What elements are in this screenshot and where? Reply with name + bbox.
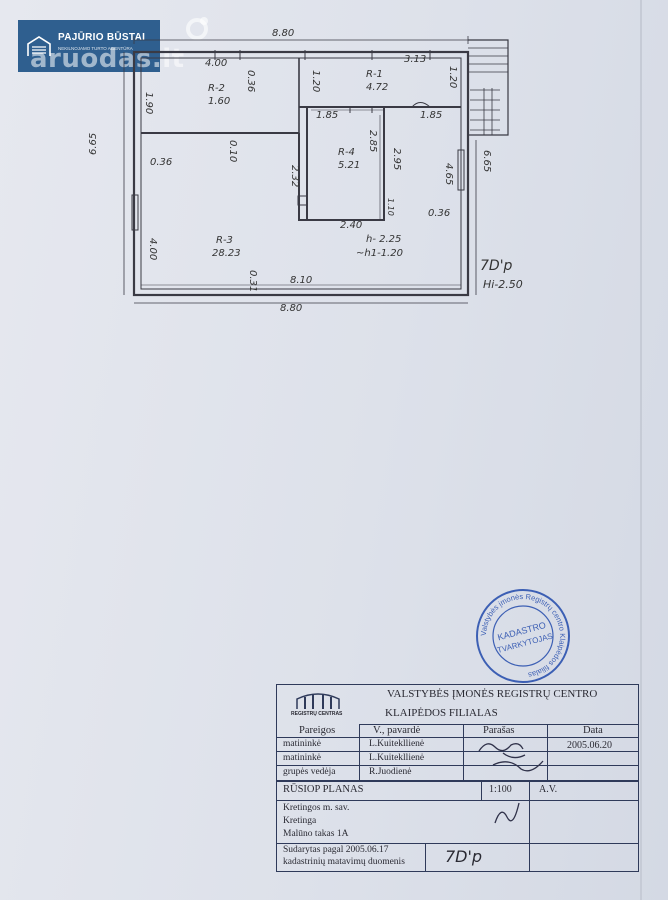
- registry-logo-caption: REGISTRŲ CENTRAS: [291, 711, 343, 717]
- col-date: Data: [583, 725, 603, 736]
- room-r1-area: 4.72: [366, 82, 388, 93]
- room-r2-area: 1.60: [208, 96, 230, 107]
- room-r4-code: R-4: [338, 147, 355, 158]
- partition-r4: [306, 107, 385, 221]
- row1-role: matininkė: [283, 739, 321, 749]
- height-note-2: ~h1-1.20: [356, 248, 403, 259]
- floor-height: Hi-2.50: [483, 278, 523, 291]
- org-line1: VALSTYBĖS ĮMONĖS REGISTRŲ CENTRO: [387, 688, 598, 700]
- dim-1-20-right: 1.20: [447, 66, 458, 88]
- dim-4-65: 4.65: [443, 163, 454, 185]
- dim-1-85-left: 1.85: [316, 110, 338, 121]
- site-watermark: aruodas.lt: [30, 44, 185, 74]
- agency-tagline: NEKILNOJAMO TURTO AGENTŪRA: [58, 46, 133, 51]
- dim-0-31: 0.31: [247, 270, 258, 292]
- paper-fold: [640, 0, 642, 900]
- dim-inner-bottom: 8.10: [290, 275, 312, 286]
- row2-name: L.Kuitekllienė: [369, 753, 425, 763]
- room-r2-code: R-2: [208, 83, 225, 94]
- inner-wall: [140, 57, 462, 290]
- col-role: Pareigos: [299, 725, 336, 736]
- room-r3-area: 28.23: [212, 248, 241, 259]
- dim-2-85: 2.85: [367, 130, 378, 152]
- dim-3-13: 3.13: [404, 54, 426, 65]
- outer-wall: [132, 50, 470, 297]
- plan-title: RŪSIOP PLANAS: [283, 784, 364, 795]
- dim-2-40: 2.40: [340, 220, 362, 231]
- dim-0-36-top: 0.36: [245, 70, 256, 92]
- org-line2: KLAIPĖDOS FILIALAS: [385, 707, 498, 719]
- registry-logo-icon: [296, 693, 340, 709]
- dim-0-36-left: 0.36: [150, 157, 172, 168]
- dim-1-85-right: 1.85: [420, 110, 442, 121]
- agency-logo: PAJŪRIO BŪSTAI NEKILNOJAMO TURTO AGENTŪR…: [18, 20, 160, 72]
- plan-scale: 1:100: [489, 784, 512, 795]
- col-sign: Parašas: [483, 725, 515, 736]
- room-r3-code: R-3: [216, 235, 233, 246]
- address-city: Kretinga: [283, 816, 317, 826]
- row3-name: R.Juodienė: [369, 767, 412, 777]
- agency-name: PAJŪRIO BŪSTAI: [58, 32, 146, 43]
- title-block: REGISTRŲ CENTRAS VALSTYBĖS ĮMONĖS REGIST…: [276, 684, 639, 872]
- row3-role: grupės vedėja: [283, 767, 336, 777]
- room-r4-area: 5.21: [338, 160, 360, 171]
- dim-4-00-top: 4.00: [205, 58, 227, 69]
- col-name: V., pavardė: [373, 725, 421, 736]
- dim-right-height: 6.65: [481, 150, 492, 172]
- row2-role: matininkė: [283, 753, 321, 763]
- watermark-gear-icon: [186, 17, 208, 40]
- dim-4-00-left: 4.00: [147, 238, 158, 260]
- dim-left-height: 6.65: [88, 133, 99, 155]
- handwritten-code: 7D'p: [445, 847, 483, 866]
- height-note: h- 2.25: [366, 234, 401, 245]
- av-label: A.V.: [539, 784, 558, 795]
- dim-2-32: 2.32: [289, 165, 300, 187]
- floor-mark: 7D'p: [480, 258, 513, 274]
- made-line2: kadastrinių matavimų duomenis: [283, 857, 405, 867]
- dim-1-10: 1.10: [386, 198, 395, 216]
- row1-name: L.Kuitekllienė: [369, 739, 425, 749]
- dim-bottom-width: 8.80: [280, 303, 302, 314]
- dim-top-width: 8.80: [272, 28, 294, 39]
- building-logo-icon: [27, 36, 51, 56]
- sign-date: 2005.06.20: [567, 740, 612, 751]
- signature-image: [478, 743, 544, 772]
- signature-mark: [494, 802, 520, 824]
- dim-2-95: 2.95: [391, 148, 402, 170]
- address-municipality: Kretingos m. sav.: [283, 803, 350, 813]
- room-r1-code: R-1: [366, 69, 383, 80]
- dim-0-36-right: 0.36: [428, 208, 450, 219]
- dim-1-90: 1.90: [143, 92, 154, 114]
- cadastre-stamp: Valstybės įmonės Registrų centro Klaipėd…: [476, 589, 570, 683]
- staircase: [468, 39, 509, 136]
- address-street: Malūno takas 1A: [283, 829, 349, 839]
- dim-0-10: 0.10: [227, 140, 238, 162]
- made-line1: Sudarytas pagal 2005.06.17: [283, 845, 389, 855]
- dim-1-20-left: 1.20: [310, 70, 321, 92]
